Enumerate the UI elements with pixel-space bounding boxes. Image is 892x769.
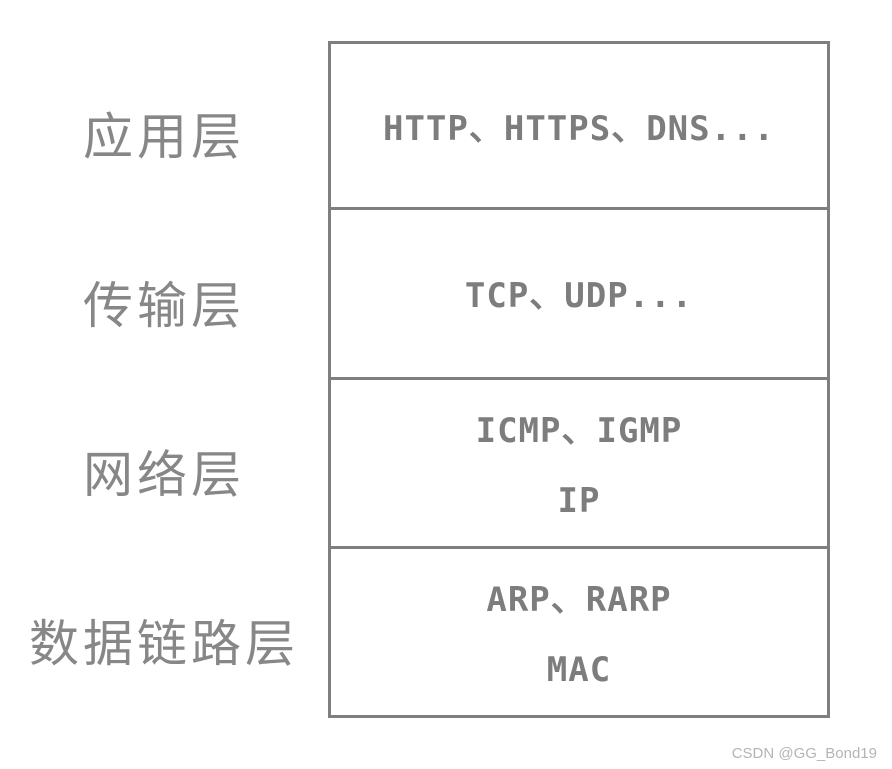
layer-row-application: 应用层 HTTP、HTTPS、DNS...: [0, 41, 830, 211]
layer-name-application: 应用层: [83, 107, 245, 166]
layer-protocols-network: ICMP、IGMP IP: [328, 379, 830, 549]
protocol-line: HTTP、HTTPS、DNS...: [382, 108, 776, 149]
layer-protocols-datalink: ARP、RARP MAC: [328, 548, 830, 718]
layer-protocols-transport: TCP、UDP...: [328, 210, 830, 380]
layer-name-datalink: 数据链路层: [29, 615, 299, 674]
watermark: CSDN @GG_Bond19: [731, 745, 877, 762]
layer-row-network: 网络层 ICMP、IGMP IP: [0, 379, 830, 549]
protocol-line: MAC: [546, 649, 612, 690]
layer-row-datalink: 数据链路层 ARP、RARP MAC: [0, 548, 830, 718]
layer-protocols-application: HTTP、HTTPS、DNS...: [328, 41, 830, 211]
layer-name-transport: 传输层: [83, 276, 245, 335]
protocol-line: TCP、UDP...: [464, 276, 694, 317]
protocol-line: ARP、RARP: [486, 579, 672, 620]
protocol-line: ICMP、IGMP: [475, 410, 683, 451]
layer-stack-table: 应用层 HTTP、HTTPS、DNS... 传输层 TCP、UDP... 网络层…: [0, 41, 830, 718]
layer-name-network: 网络层: [83, 446, 245, 505]
protocol-line: IP: [557, 480, 601, 521]
layer-row-transport: 传输层 TCP、UDP...: [0, 210, 830, 380]
